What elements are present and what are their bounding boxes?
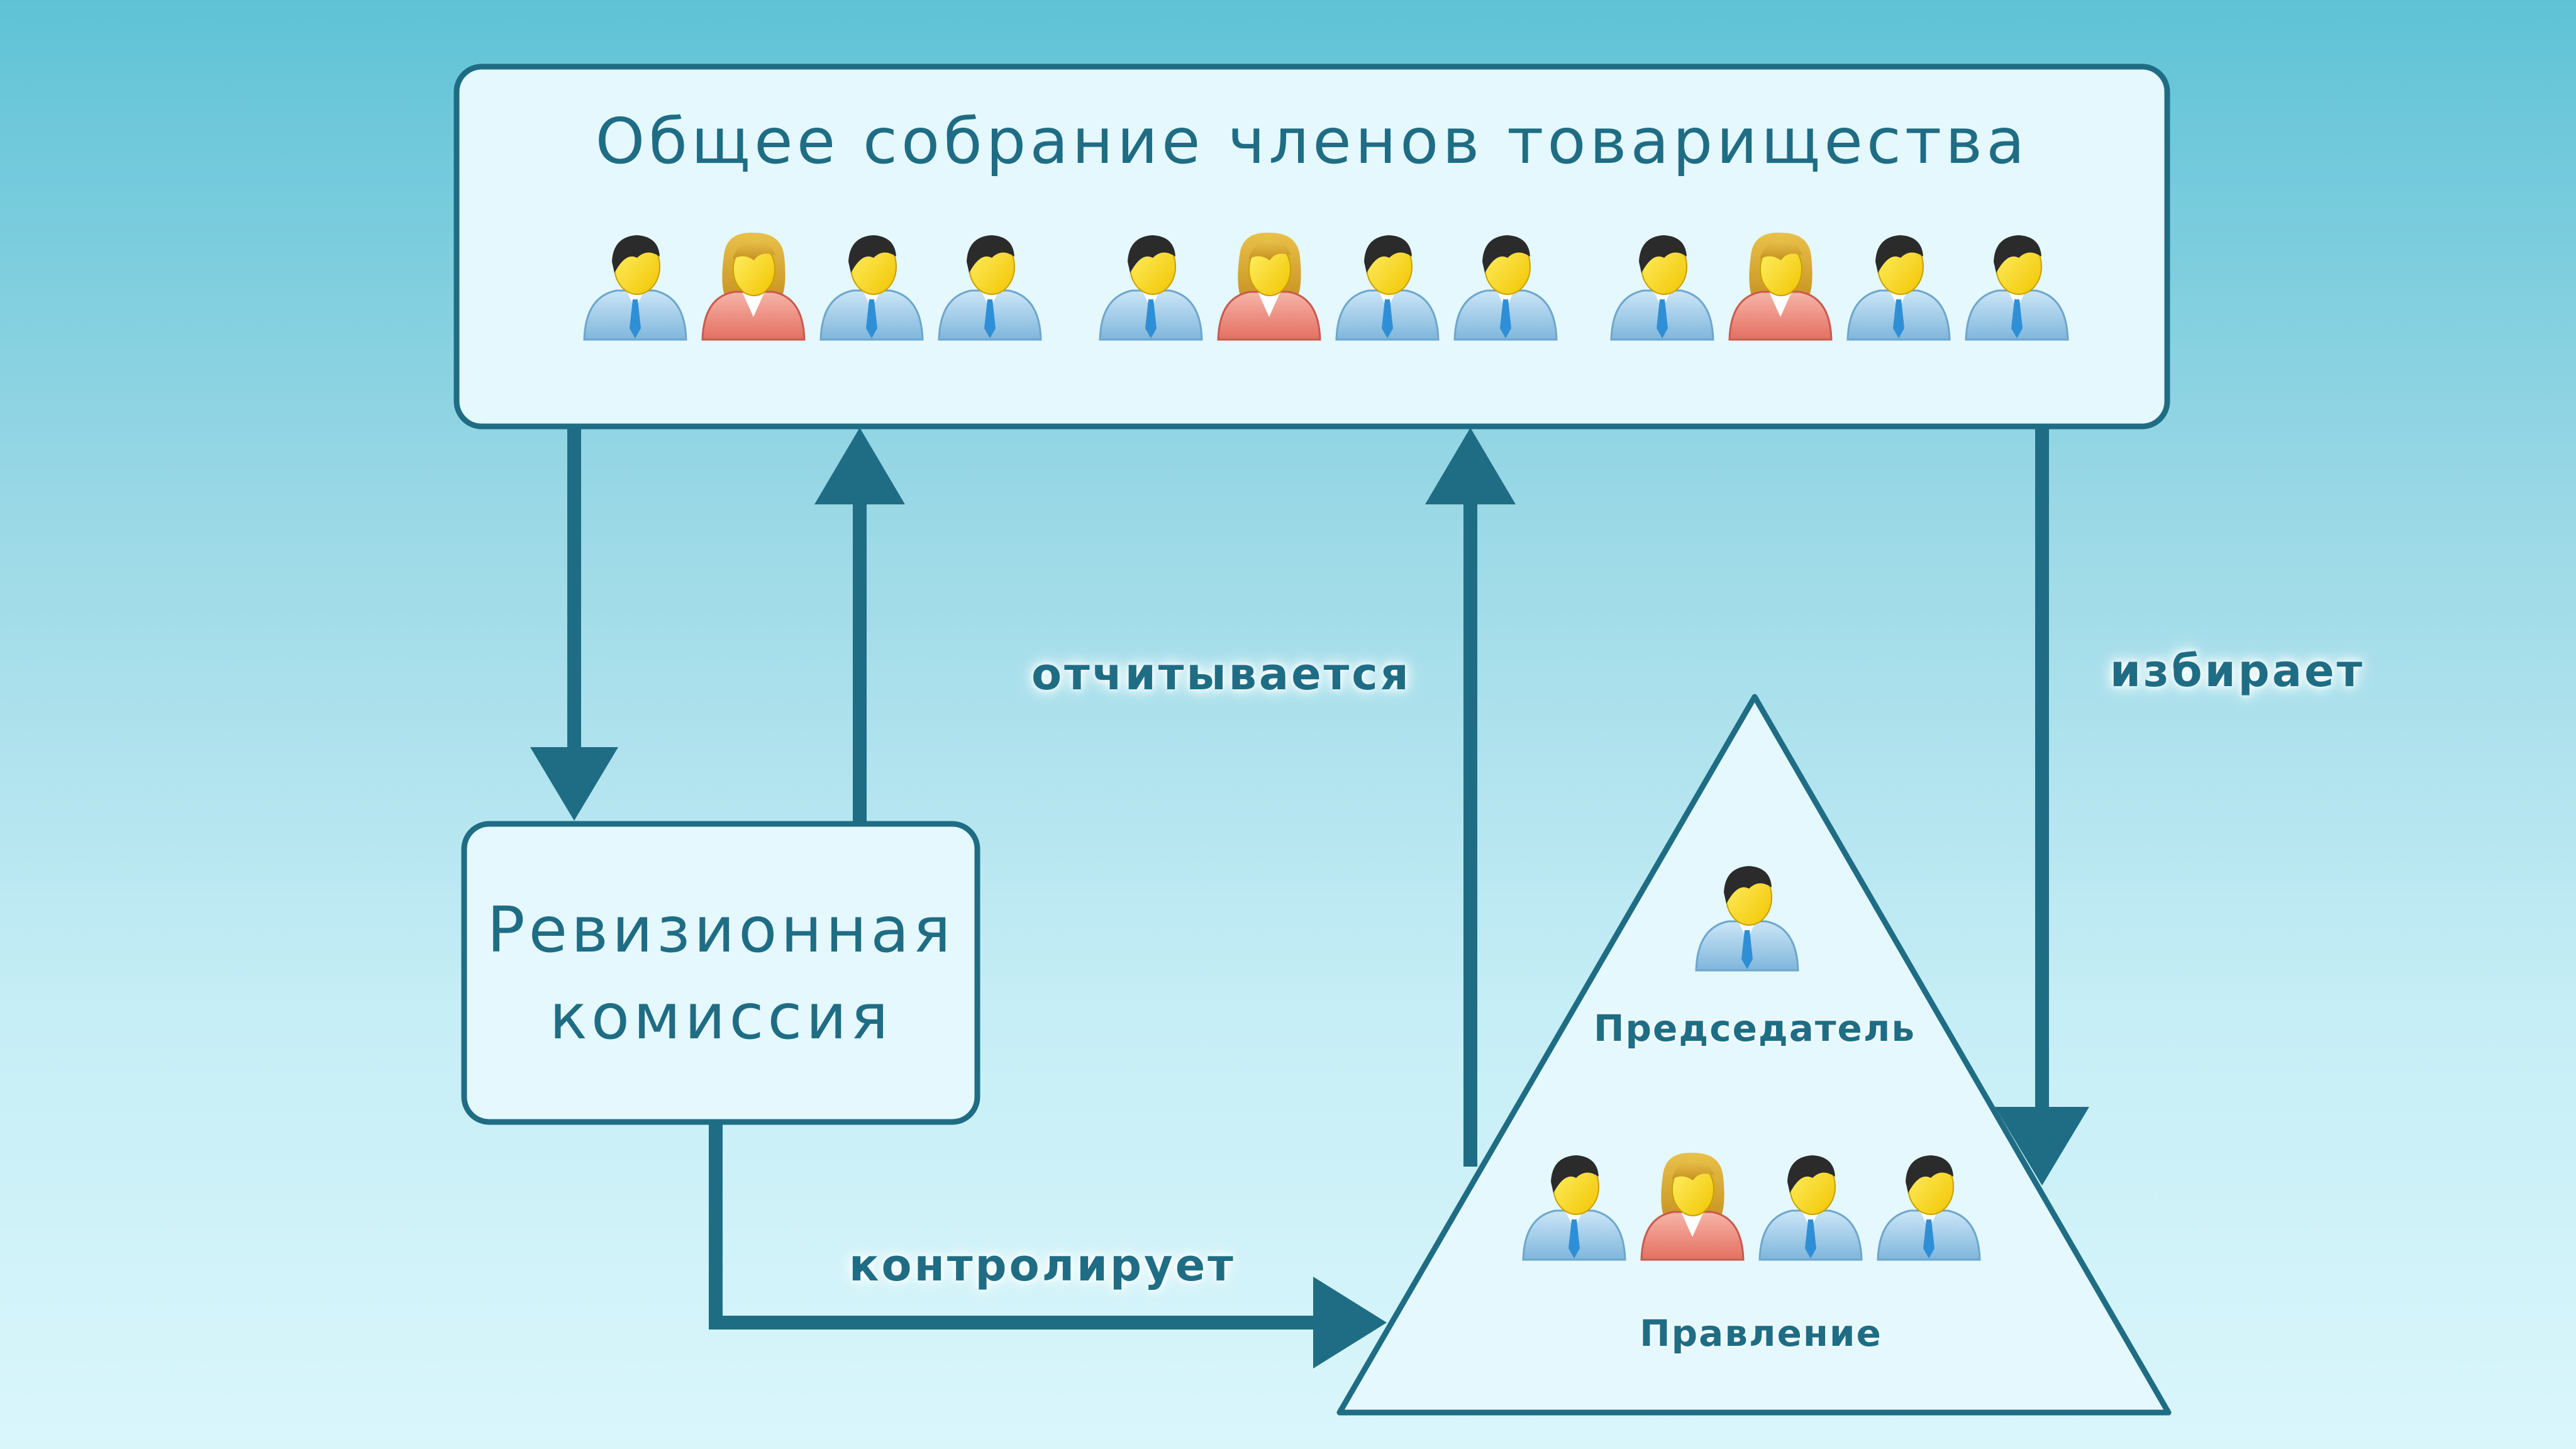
audit-commission-label: Ревизионная комиссия xyxy=(487,893,955,1053)
arrow-assembly-elects-board xyxy=(1995,428,2089,1185)
arrow-assembly-to-audit xyxy=(530,428,618,821)
reports-edge-label: отчитывается xyxy=(1031,648,1411,700)
arrow-audit-controls-board xyxy=(709,1122,1387,1368)
chairman-label: Председатель xyxy=(1593,1007,1916,1050)
board-label: Правление xyxy=(1640,1312,1882,1355)
arrow-audit-reports-to-assembly xyxy=(814,428,905,823)
arrow-board-reports-to-assembly xyxy=(1425,428,1516,1167)
general-assembly-title: Общее собрание членов товарищества xyxy=(595,104,2029,178)
elects-edge-label: избирает xyxy=(2110,645,2365,697)
controls-edge-label: контролирует xyxy=(849,1240,1236,1291)
